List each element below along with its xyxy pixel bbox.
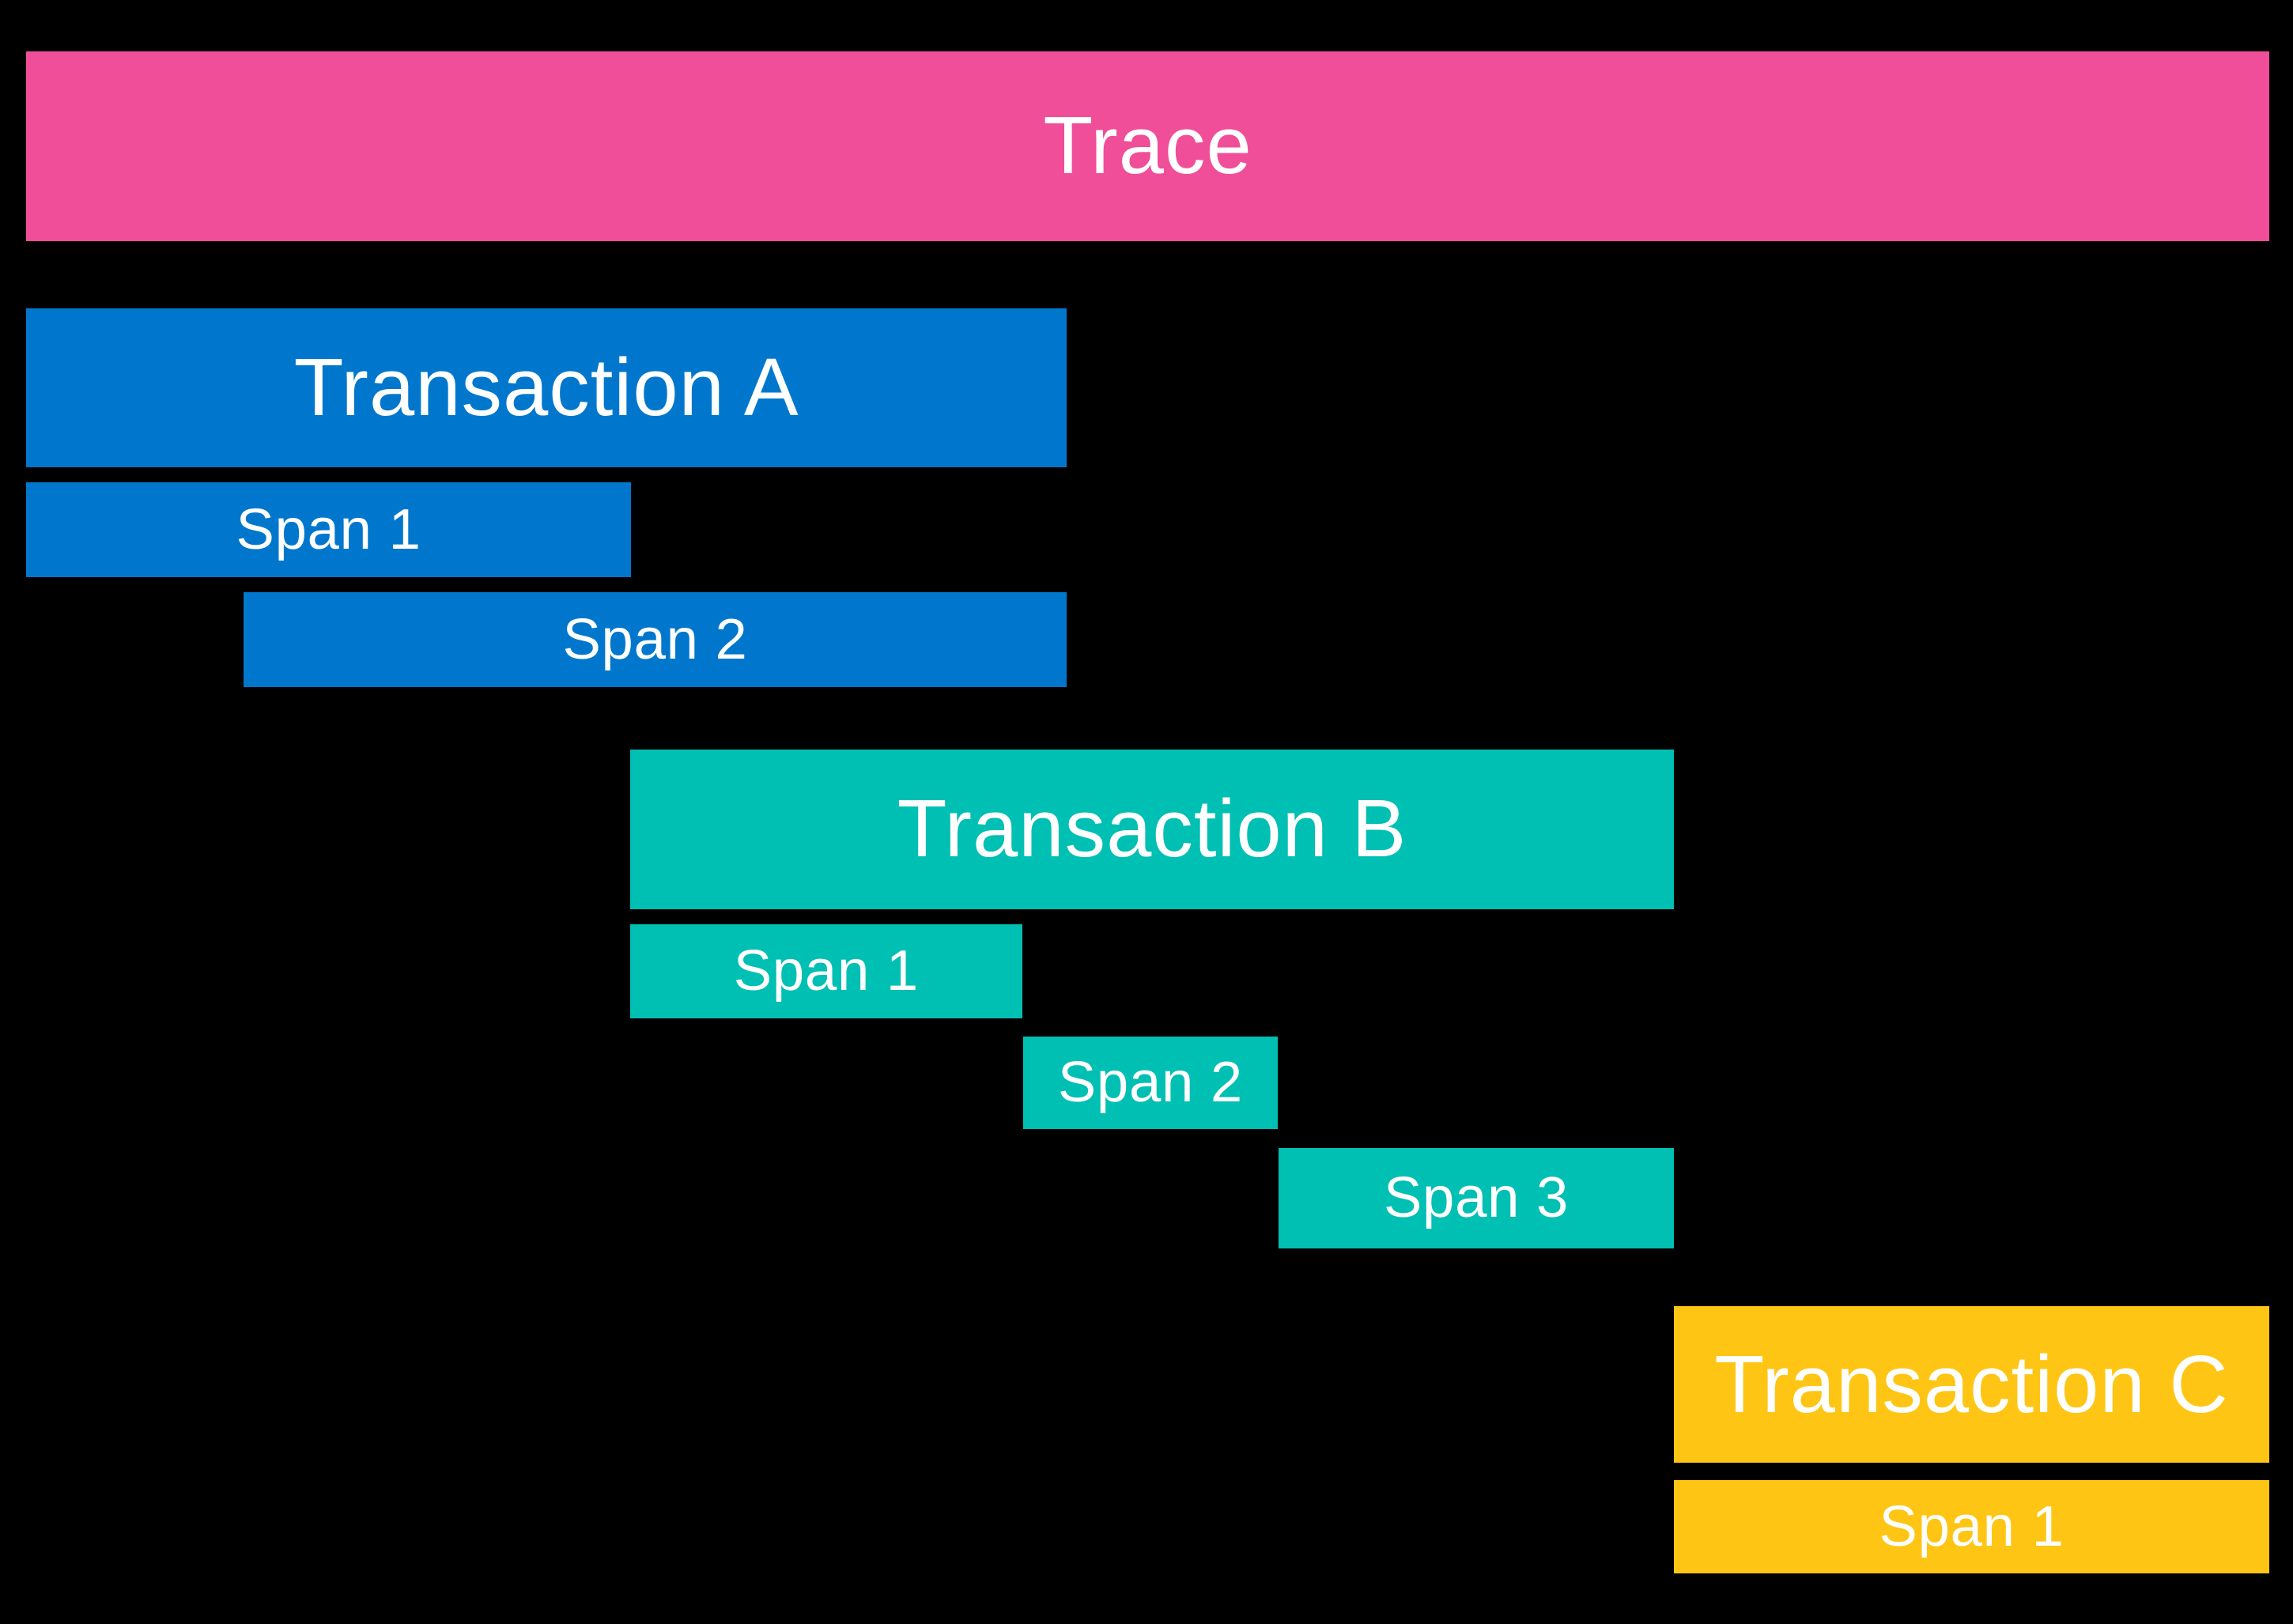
transaction-a-span-2-bar: Span 2 [243,592,1067,688]
transaction-c-span-1-label: Span 1 [1879,1494,2064,1558]
transaction-b-span-2-label: Span 2 [1057,1050,1243,1115]
transaction-a-span-1-label: Span 1 [236,497,421,561]
transaction-b-span-1-bar: Span 1 [629,923,1022,1018]
transaction-b-bar: Transaction B [629,749,1674,909]
transaction-b-span-1-label: Span 1 [733,939,919,1003]
transaction-c-label: Transaction C [1714,1338,2229,1429]
transaction-a-span-2-label: Span 2 [562,606,748,671]
trace-bar: Trace [26,51,2270,241]
transaction-c-bar: Transaction C [1674,1306,2270,1463]
transaction-a-span-1-bar: Span 1 [26,482,632,577]
transaction-c-span-1-bar: Span 1 [1674,1480,2270,1573]
transaction-a-bar: Transaction A [26,308,1067,468]
transaction-b-span-3-bar: Span 3 [1279,1147,1674,1248]
transaction-a-label: Transaction A [293,342,799,433]
transaction-b-span-2-bar: Span 2 [1022,1037,1278,1130]
trace-label: Trace [1043,100,1252,191]
transaction-b-span-3-label: Span 3 [1383,1165,1570,1230]
transaction-b-label: Transaction B [897,783,1407,874]
